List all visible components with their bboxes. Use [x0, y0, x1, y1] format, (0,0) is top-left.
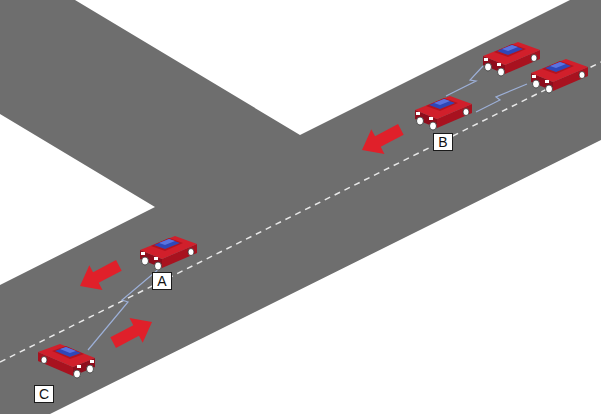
vehicle-label: C [34, 385, 54, 403]
wireless-link [476, 84, 527, 112]
car [140, 236, 197, 270]
vehicle-letter: A [157, 273, 167, 289]
vehicle-letter: C [39, 386, 49, 402]
direction-arrow [73, 253, 125, 298]
vehicle-label: B [433, 133, 453, 151]
car [531, 59, 588, 93]
car [38, 344, 95, 378]
car [483, 42, 540, 76]
wireless-link [446, 66, 483, 96]
car [415, 96, 472, 130]
center-line [0, 62, 601, 362]
vehicle-letter: B [438, 134, 448, 150]
direction-arrow [355, 117, 407, 162]
vehicle-label: A [152, 272, 172, 290]
direction-arrow [107, 310, 159, 355]
